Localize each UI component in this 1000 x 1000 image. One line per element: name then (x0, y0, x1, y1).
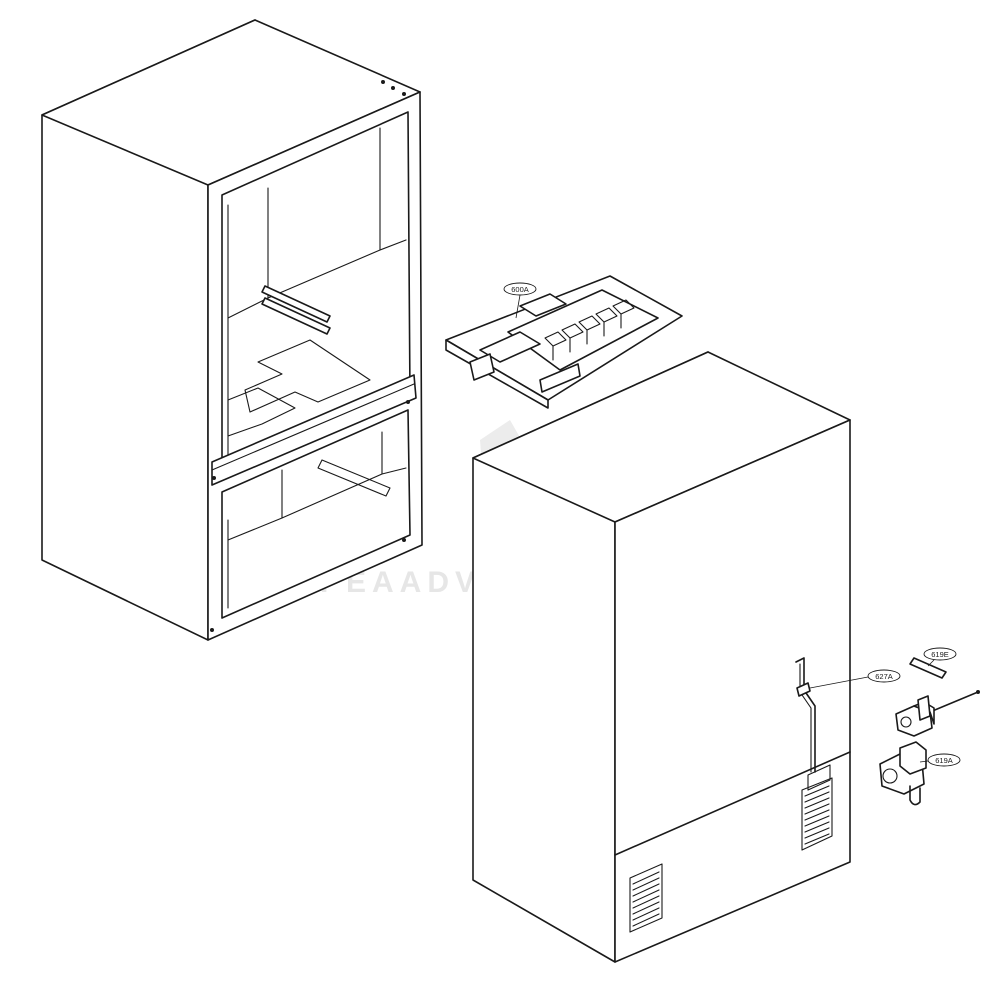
callout-leader-600A (515, 294, 521, 319)
rear-bottom-vent (629, 863, 663, 933)
water-inlet-tube-inner (799, 663, 812, 773)
upper-valve-port (900, 716, 912, 728)
callout-label-water-valve: 619A (935, 756, 953, 765)
refrigerator-cabinet (41, 19, 423, 641)
freezer-back-wall (281, 431, 383, 519)
freezer-liner-opening (221, 409, 411, 619)
ice-maker-fill-cup (519, 293, 567, 317)
upper-valve-bracket (917, 695, 931, 721)
ice-mould-cavities (544, 299, 635, 361)
cabinet-front-frame (207, 91, 423, 641)
callout-label-filter-strip: 619E (931, 650, 949, 659)
water-valve-assembly: 619E 619A (879, 647, 980, 806)
callout-label-ice-maker: 600A (511, 285, 529, 294)
ice-maker-lower-arm (539, 363, 581, 393)
screw-hole (212, 476, 216, 480)
valve-inlet-rod (929, 691, 979, 713)
rear-access-plate (807, 764, 831, 791)
liner-back-wall (267, 127, 381, 299)
screw-hole (381, 80, 385, 84)
lower-valve-outlet-pipe (909, 785, 921, 806)
lower-valve-port (882, 768, 898, 784)
screw-hole (402, 538, 406, 542)
freezer-floor-edge (227, 517, 283, 541)
liner-back-corner (227, 297, 269, 319)
valve-inlet-tip (976, 690, 980, 694)
rear-upper-vent (801, 777, 833, 851)
rear-cabinet-back-panel (614, 419, 851, 963)
ice-maker-bracket (469, 353, 495, 381)
crisper-plate-left (227, 387, 296, 437)
screw-hole (391, 86, 395, 90)
screw-hole (402, 92, 406, 96)
liner-back-corner-right (379, 239, 407, 251)
refrigerator-rear: 627A (472, 351, 901, 963)
screw-hole (210, 628, 214, 632)
shelf-rail-upper (261, 285, 331, 323)
crisper-plate-right (244, 339, 371, 413)
ice-maker-assembly: 600A (445, 275, 683, 409)
tube-clamp (796, 682, 811, 697)
callout-oval-619A (927, 753, 961, 767)
callout-leader-627A (809, 676, 869, 689)
screw-hole (406, 400, 410, 404)
shelf-rail-lower (261, 297, 331, 335)
ice-maker-front-face (445, 339, 549, 409)
center-mullion (211, 374, 417, 486)
ice-maker-motor-box (479, 331, 541, 363)
callout-leader-619E (927, 659, 935, 667)
freezer-floor-edge-right (381, 467, 407, 475)
mullion-edge (211, 383, 415, 471)
callout-label-tube-clamp: 627A (875, 672, 893, 681)
freezer-slide-rail (317, 459, 391, 497)
lower-valve-solenoid (899, 741, 927, 775)
filter-strip (909, 657, 947, 679)
ice-maker-housing (507, 289, 659, 371)
callout-oval-627A (867, 669, 901, 683)
callout-leader-619A (919, 760, 929, 763)
callout-oval-619E (923, 647, 957, 661)
